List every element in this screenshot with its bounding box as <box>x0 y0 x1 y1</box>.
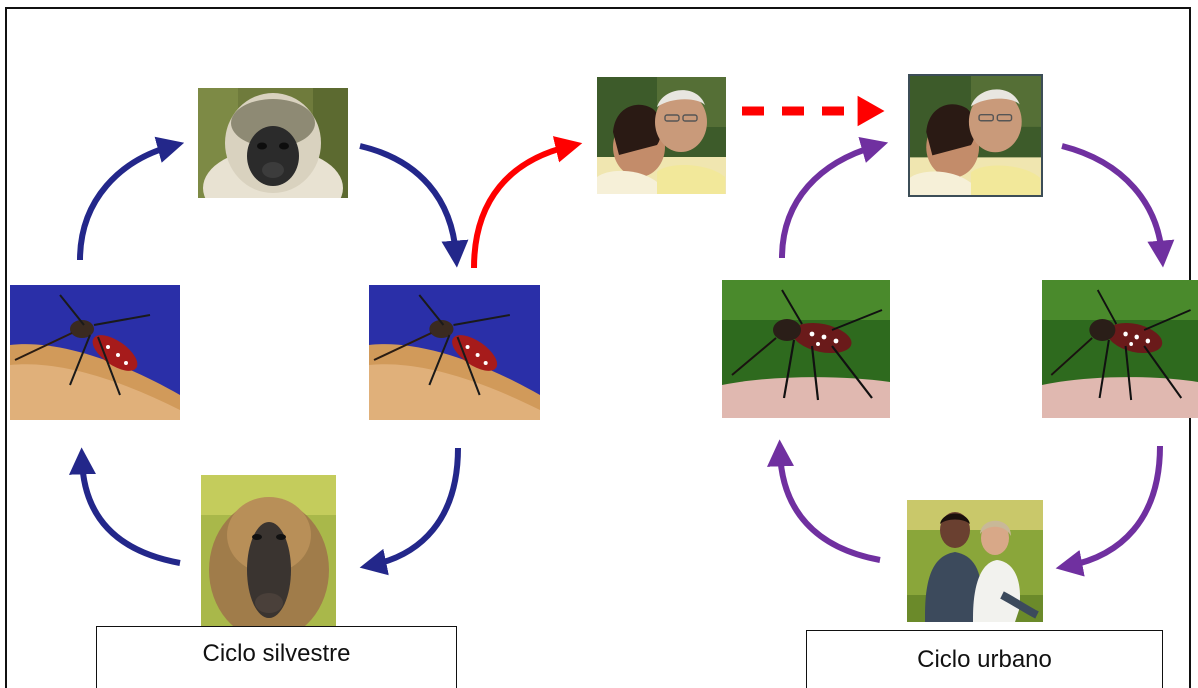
mosquito-photo-urban-left <box>722 280 890 418</box>
arrow-sylvan-up-left <box>77 136 185 261</box>
mosquito-photo-urban-right <box>1042 280 1198 418</box>
mosquito-photo-left <box>10 285 180 420</box>
arrow-sylvan-up-bottom-left <box>68 447 181 566</box>
elderly-couple-photo <box>597 77 726 194</box>
arrow-urban-down-left <box>1055 445 1163 577</box>
arrow-urban-up-bottom-left <box>767 439 881 563</box>
baboon-photo <box>201 475 336 628</box>
mosquito-photo-center <box>369 285 540 420</box>
label-sylvatic-text: Ciclo silvestre <box>202 640 351 667</box>
monkey-photo <box>198 88 348 198</box>
elderly-couple-photo-urban <box>908 74 1043 197</box>
label-sylvatic-cycle: Ciclo silvestre <box>96 626 457 688</box>
young-couple-photo <box>907 500 1043 622</box>
arrow-urban-down-right <box>1061 143 1175 268</box>
label-urban-text: Ciclo urbano <box>917 646 1052 673</box>
label-urban-cycle: Ciclo urbano <box>806 630 1163 688</box>
arrow-spillover <box>471 136 583 269</box>
arrow-sylvan-down-right <box>359 143 469 268</box>
arrow-sylvan-down-left <box>359 447 461 576</box>
arrow-urban-up-left <box>779 136 889 259</box>
